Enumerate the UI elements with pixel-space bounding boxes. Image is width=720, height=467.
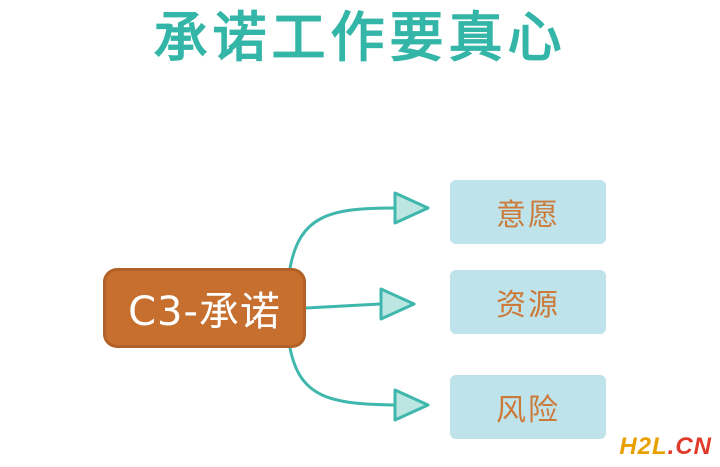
connector-lower: [288, 346, 397, 407]
connector-middle: [304, 302, 382, 310]
center-node-label: C3-承诺: [128, 289, 281, 335]
arrowhead-lower: [393, 388, 430, 422]
site-watermark: H2L.CN: [619, 433, 712, 461]
branch-label-resources: 资源: [496, 288, 560, 323]
watermark-main-text: H2L: [619, 433, 668, 460]
connectors: [288, 206, 397, 407]
diagram-title: 承诺工作要真心: [153, 6, 567, 69]
center-node: C3-承诺: [103, 268, 306, 348]
branch-node-willingness: 意愿: [450, 180, 606, 244]
arrowheads: [379, 191, 430, 422]
branch-label-willingness: 意愿: [496, 198, 560, 233]
branch-node-risk: 风险: [450, 375, 606, 439]
arrowhead-middle: [379, 287, 416, 321]
watermark-accent-text: .CN: [667, 433, 712, 460]
branch-label-risk: 风险: [496, 393, 560, 428]
arrowhead-upper: [393, 191, 430, 225]
connector-upper: [288, 206, 397, 270]
branch-node-resources: 资源: [450, 270, 606, 334]
